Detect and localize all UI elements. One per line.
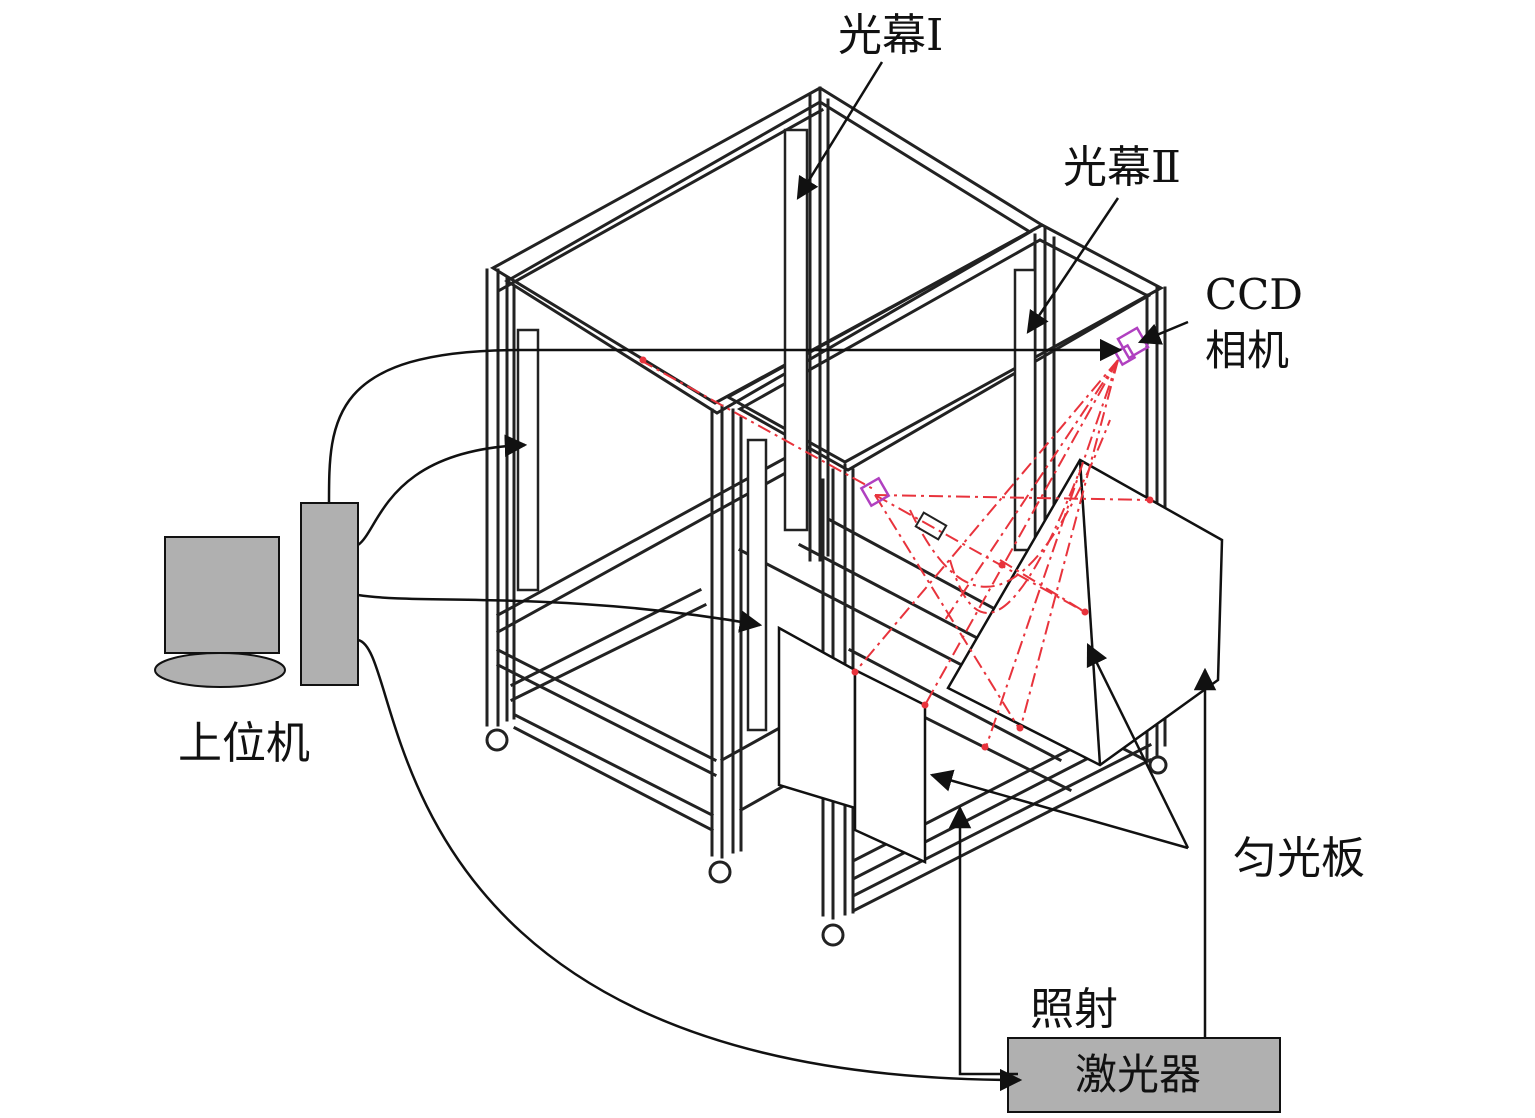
laser-box <box>1007 1037 1281 1113</box>
label-light-screen-1: 光幕Ⅰ <box>838 10 944 61</box>
light-screen-strips <box>516 128 1037 732</box>
host-computer <box>154 502 359 688</box>
light-screen-2-emitter <box>1013 268 1037 552</box>
label-diffuser: 匀光板 <box>1233 833 1365 884</box>
label-camera: 相机 <box>1205 326 1290 375</box>
monitor-base <box>154 652 286 688</box>
wheel <box>821 923 845 947</box>
light-screen-1-receiver <box>516 328 540 592</box>
light-screen-1-emitter <box>783 128 809 532</box>
diffuser-box <box>853 667 927 864</box>
cable-to-screen1 <box>357 434 528 547</box>
label-laser: 激光器 <box>1075 1050 1202 1099</box>
laser-points <box>639 356 1154 751</box>
cable-to-laser <box>357 638 1023 1092</box>
light-screen-2-receiver <box>746 438 768 732</box>
cables <box>327 338 1123 1092</box>
laser-beams <box>639 359 1151 751</box>
laser-emitter-icon <box>914 511 948 541</box>
wheel <box>1148 755 1168 775</box>
label-light-screen-2: 光幕Ⅱ <box>1063 142 1181 193</box>
cable-to-ccd <box>327 338 1123 504</box>
wheel <box>708 860 732 884</box>
pc-tower <box>300 502 359 686</box>
wheel <box>485 728 509 752</box>
label-irradiate: 照射 <box>1030 984 1118 1035</box>
label-host-computer: 上位机 <box>178 718 310 769</box>
label-arrows <box>796 61 1217 1076</box>
monitor-screen <box>164 536 280 654</box>
cable-to-screen2 <box>357 593 763 633</box>
label-ccd: CCD <box>1205 270 1303 319</box>
